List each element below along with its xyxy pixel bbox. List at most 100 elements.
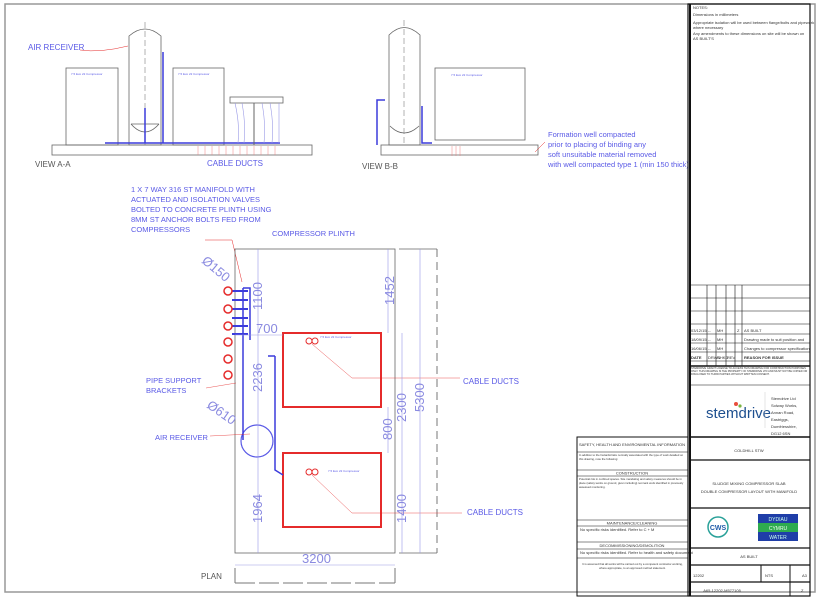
drawing-element: It is assumed that all works will be car… (582, 562, 682, 570)
status: AS BUILT (740, 554, 758, 559)
dim-2236: 2236 (250, 363, 265, 392)
drawing-element (690, 284, 810, 362)
drawing-title-line-2: DOUBLE COMPRESSOR LAYOUT WITH MANIFOLD (701, 489, 797, 494)
drawing-element (234, 102, 280, 144)
drawing-element: STEMDRIVE GRANT LICENSE TO ACCESS THIS D… (691, 367, 807, 376)
dim-2300: 2300 (394, 393, 409, 422)
drawing-number: A65-12202-M577105 (703, 588, 741, 593)
drawing-element (734, 402, 738, 406)
manifold-elevation (229, 96, 284, 104)
drawing-element: PIPE SUPPORT (146, 376, 202, 385)
drawing-element (235, 249, 421, 566)
view-b-b-title: VIEW B-B (362, 162, 398, 171)
drawing-element (223, 370, 233, 380)
drawing-element: 1 X 7 WAY 316 ST MANIFOLD WITH (131, 185, 255, 194)
drawing-element: 8MM ST ANCHOR BOLTS FED FROM (131, 215, 261, 224)
dim-diameter-150: Ø150 (199, 253, 233, 285)
compressor-1-footprint (282, 332, 382, 408)
drawing-element (242, 287, 284, 476)
air-receiver-label: AIR RECEIVER (28, 43, 85, 52)
drawing-element: Potential risk in confined spaces. Site … (579, 477, 683, 489)
drawing-element: Any amendments to these dimensions on si… (693, 31, 804, 36)
drawing-element (305, 468, 313, 476)
formation-note: Formation well compacted prior to placin… (547, 130, 689, 169)
manifold-note: 1 X 7 WAY 316 ST MANIFOLD WITH ACTUATED … (131, 185, 274, 234)
drawing-element: BRACKETS (146, 386, 186, 395)
dim-1400: 1400 (394, 494, 409, 523)
drawing-element: REASON FOR ISSUE (744, 355, 784, 360)
drawing-element: 7.5 Evo 22 Compressor (320, 335, 352, 339)
drawing-element (223, 337, 233, 347)
drawing-element: DRWN (708, 355, 720, 360)
air-receiver-plan (240, 424, 274, 458)
drawing-element: NOTES: (693, 5, 708, 10)
compressor-2-footprint (282, 452, 382, 528)
drawing-element: MAINTENANCE/CLEANING (607, 521, 658, 526)
drawing-element (51, 144, 313, 156)
drawing-element: CONSTRUCTION (616, 471, 648, 476)
drawing-element: No specific risks identified. Refer to C… (580, 527, 654, 532)
drawing-element (311, 337, 319, 345)
scale: NTS (765, 573, 773, 578)
drawing-element: BOLTED TO CONCRETE PLINTH USING (131, 205, 272, 214)
drawing-element: DATE (691, 355, 702, 360)
drawing-element: 16/06/15 (691, 346, 707, 351)
drawing-element: 7.5 Evo 22 Compressor (71, 72, 103, 76)
drawing-element (389, 125, 420, 134)
drawing-element: DG12 6SN (771, 431, 790, 436)
compressor-1-elevation (65, 67, 119, 146)
drawing-element: ACTUATED AND ISOLATION VALVES (131, 195, 260, 204)
drawing-element (760, 565, 791, 596)
site-name: COLDHILL STW (734, 448, 764, 453)
notes: NOTES: Dimensions in millimeters Appropr… (693, 5, 814, 41)
dim-3200: 3200 (302, 551, 331, 566)
drawing-element: 18/09/15 (691, 337, 707, 342)
drawing-element (223, 304, 233, 314)
manifold-outlets (223, 286, 233, 380)
compressor-plinth-label: COMPRESSOR PLINTH (272, 229, 355, 238)
dim-1100: 1100 (250, 282, 265, 310)
plan-title: PLAN (201, 572, 222, 581)
revision: Z (801, 588, 804, 593)
revision-table (690, 284, 810, 367)
drawing-element (223, 354, 233, 364)
drawing-element: 7.5 Evo 22 Compressor (178, 72, 210, 76)
drawing-element: WATER (769, 535, 787, 541)
drawing-element (758, 532, 798, 541)
drawing-element: AS BUILT (744, 328, 762, 333)
drawing-element (577, 451, 688, 559)
air-receiver-label: AIR RECEIVER (155, 433, 209, 442)
drawing-element (232, 290, 248, 335)
drawing-element: CYMRU (769, 526, 788, 532)
drawing-element: REV (727, 355, 736, 360)
drawing-element: DYDIAU (769, 517, 788, 523)
drawing-element (311, 468, 319, 476)
company-logo: stemdrive (706, 392, 771, 428)
plan-view: 1 X 7 WAY 316 ST MANIFOLD WITH ACTUATED … (131, 185, 523, 584)
drawing-element: where necessary (693, 25, 723, 30)
drawing-element (223, 286, 233, 296)
title-block: NOTES: Dimensions in millimeters Appropr… (687, 3, 814, 597)
company-address: Stemdrive Ltd Solway Works, Annan Road, … (771, 396, 799, 436)
drawing-element (451, 146, 461, 156)
drawing-element (687, 3, 811, 597)
dim-700: 700 (256, 321, 278, 336)
drawing-element (305, 337, 313, 345)
drawing-element (707, 516, 729, 538)
drawing-element: -- (708, 346, 711, 351)
drawing-element: MH (717, 346, 723, 351)
cable-ducts-label-1: CABLE DUCTS (463, 377, 519, 386)
drawing-element: 7.5 Evo 22 Compressor (328, 469, 360, 473)
drawing-element (311, 343, 460, 379)
drawing-title-line-1: SLUDGE MIXING COMPRESSOR SLAB (712, 481, 785, 486)
drawing-element: Appropriate isolation will be used betwe… (693, 20, 814, 25)
drawing-element (380, 144, 539, 156)
drawing-element: Changes to compressor specification (744, 346, 810, 351)
drawing-element: MH (717, 337, 723, 342)
drawing-element (534, 141, 546, 153)
dim-800: 800 (380, 418, 395, 440)
drawing-element: Stemdrive Ltd (771, 396, 796, 401)
she-information-box: SAFETY, HEALTH AND ENVIRONMENTAL INFORMA… (576, 436, 694, 597)
